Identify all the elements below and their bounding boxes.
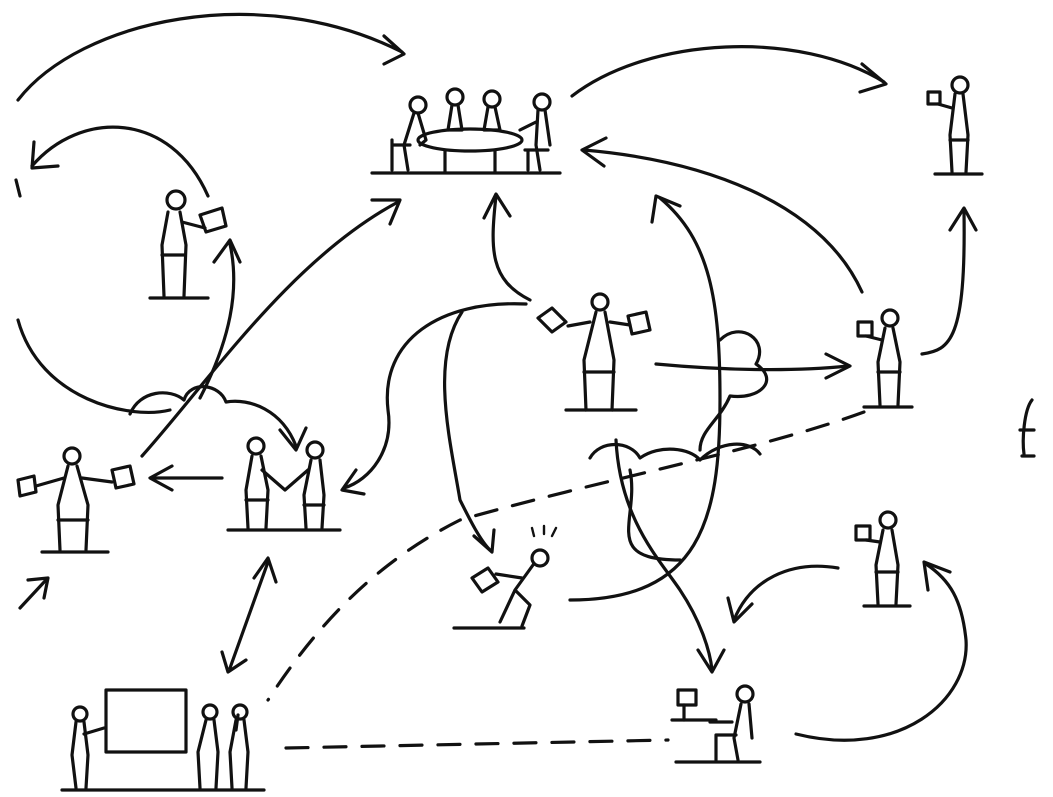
edge-figure-fragment xyxy=(14,178,1036,458)
presentation-board-icon xyxy=(60,688,266,792)
connector-arrow xyxy=(654,352,852,380)
connector-arrow xyxy=(18,576,50,610)
person-two-documents-icon xyxy=(16,446,136,554)
connector-arrow xyxy=(570,45,888,98)
connector-arrow xyxy=(568,194,722,602)
person-with-document-icon xyxy=(856,308,914,409)
person-with-document-icon xyxy=(854,510,912,608)
connector-arrow xyxy=(140,198,402,458)
cloud-boundary xyxy=(588,330,769,562)
connector-arrow xyxy=(30,125,210,198)
connector-arrow xyxy=(794,560,968,742)
connector-arrow xyxy=(220,556,278,674)
connector-arrow xyxy=(726,564,840,624)
person-with-document-icon xyxy=(926,75,984,176)
person-with-document-icon xyxy=(148,189,228,300)
connector-arrow xyxy=(614,438,726,674)
connector-arrow xyxy=(920,206,978,356)
cloud-boundary xyxy=(128,385,308,452)
stumbling-person-icon xyxy=(452,524,558,630)
computer-desk-icon xyxy=(670,684,762,764)
handshake-icon xyxy=(226,436,342,532)
connector-arrow xyxy=(580,136,864,294)
person-two-documents-icon xyxy=(536,292,652,412)
connector-arrow xyxy=(148,464,224,492)
connector-arrow xyxy=(16,12,406,102)
connector-arrow xyxy=(482,192,532,302)
connector-arrow xyxy=(198,238,242,400)
dashed-link xyxy=(284,738,670,750)
connector-arrow xyxy=(442,310,496,554)
meeting-table-group-icon xyxy=(370,87,562,175)
connector-arrow xyxy=(340,302,528,496)
connector-arrow xyxy=(16,318,172,414)
dashed-link xyxy=(266,410,866,702)
